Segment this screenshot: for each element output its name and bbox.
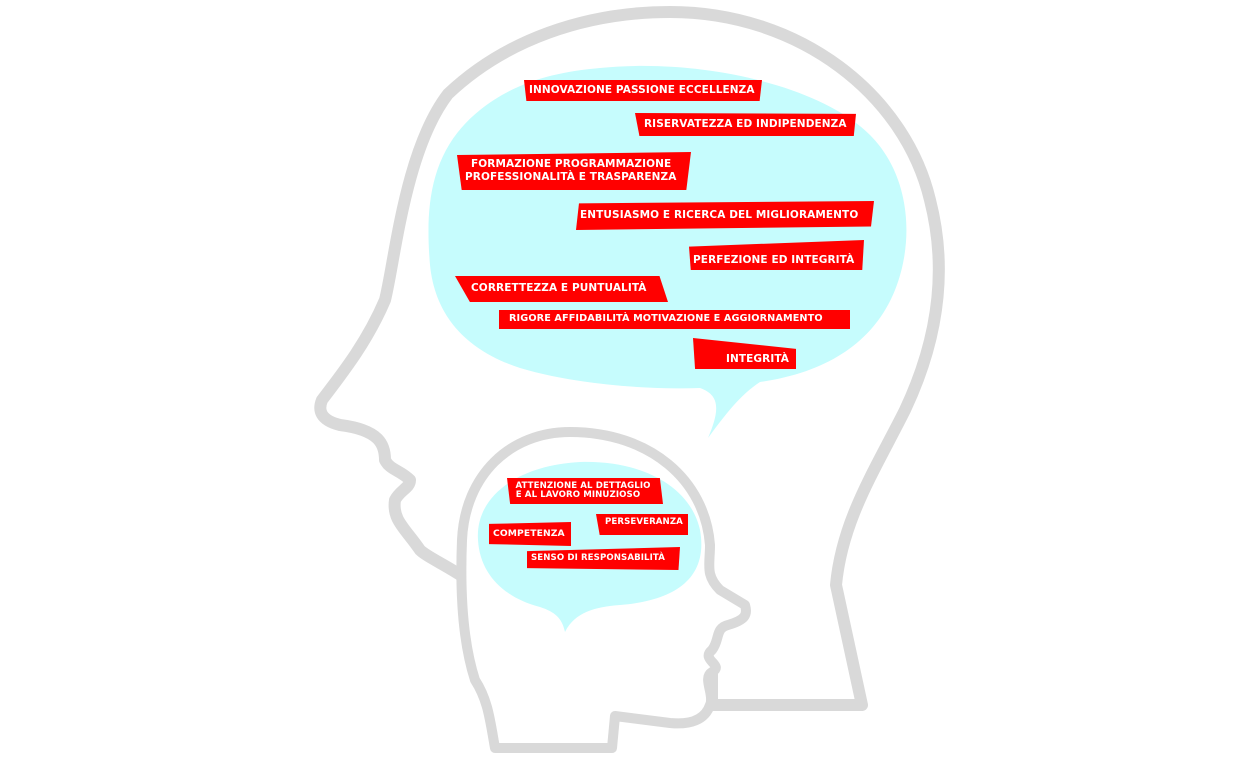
tag-entusiasmo: ENTUSIASMO E RICERCA DEL MIGLIORAMENTO [576, 201, 874, 230]
tag-innovazione: INNOVAZIONE PASSIONE ECCELLENZA [524, 80, 762, 101]
tag-perfezione: PERFEZIONE ED INTEGRITÀ [689, 240, 864, 270]
small-thought-bubble [477, 461, 702, 632]
tag-perseveranza: PERSEVERANZA [596, 514, 688, 535]
tag-formazione: FORMAZIONE PROGRAMMAZIONE PROFESSIONALIT… [457, 152, 691, 190]
tag-attenzione: ATTENZIONE AL DETTAGLIO E AL LAVORO MINU… [507, 478, 663, 504]
tag-competenza: COMPETENZA [489, 522, 571, 546]
tag-riservatezza: RISERVATEZZA ED INDIPENDENZA [635, 113, 856, 136]
tag-rigore: RIGORE AFFIDABILITÀ MOTIVAZIONE E AGGIOR… [499, 310, 850, 329]
tag-correttezza: CORRETTEZZA E PUNTUALITÀ [455, 276, 668, 302]
tag-senso-responsabilita: SENSO DI RESPONSABILITÀ [527, 547, 680, 570]
